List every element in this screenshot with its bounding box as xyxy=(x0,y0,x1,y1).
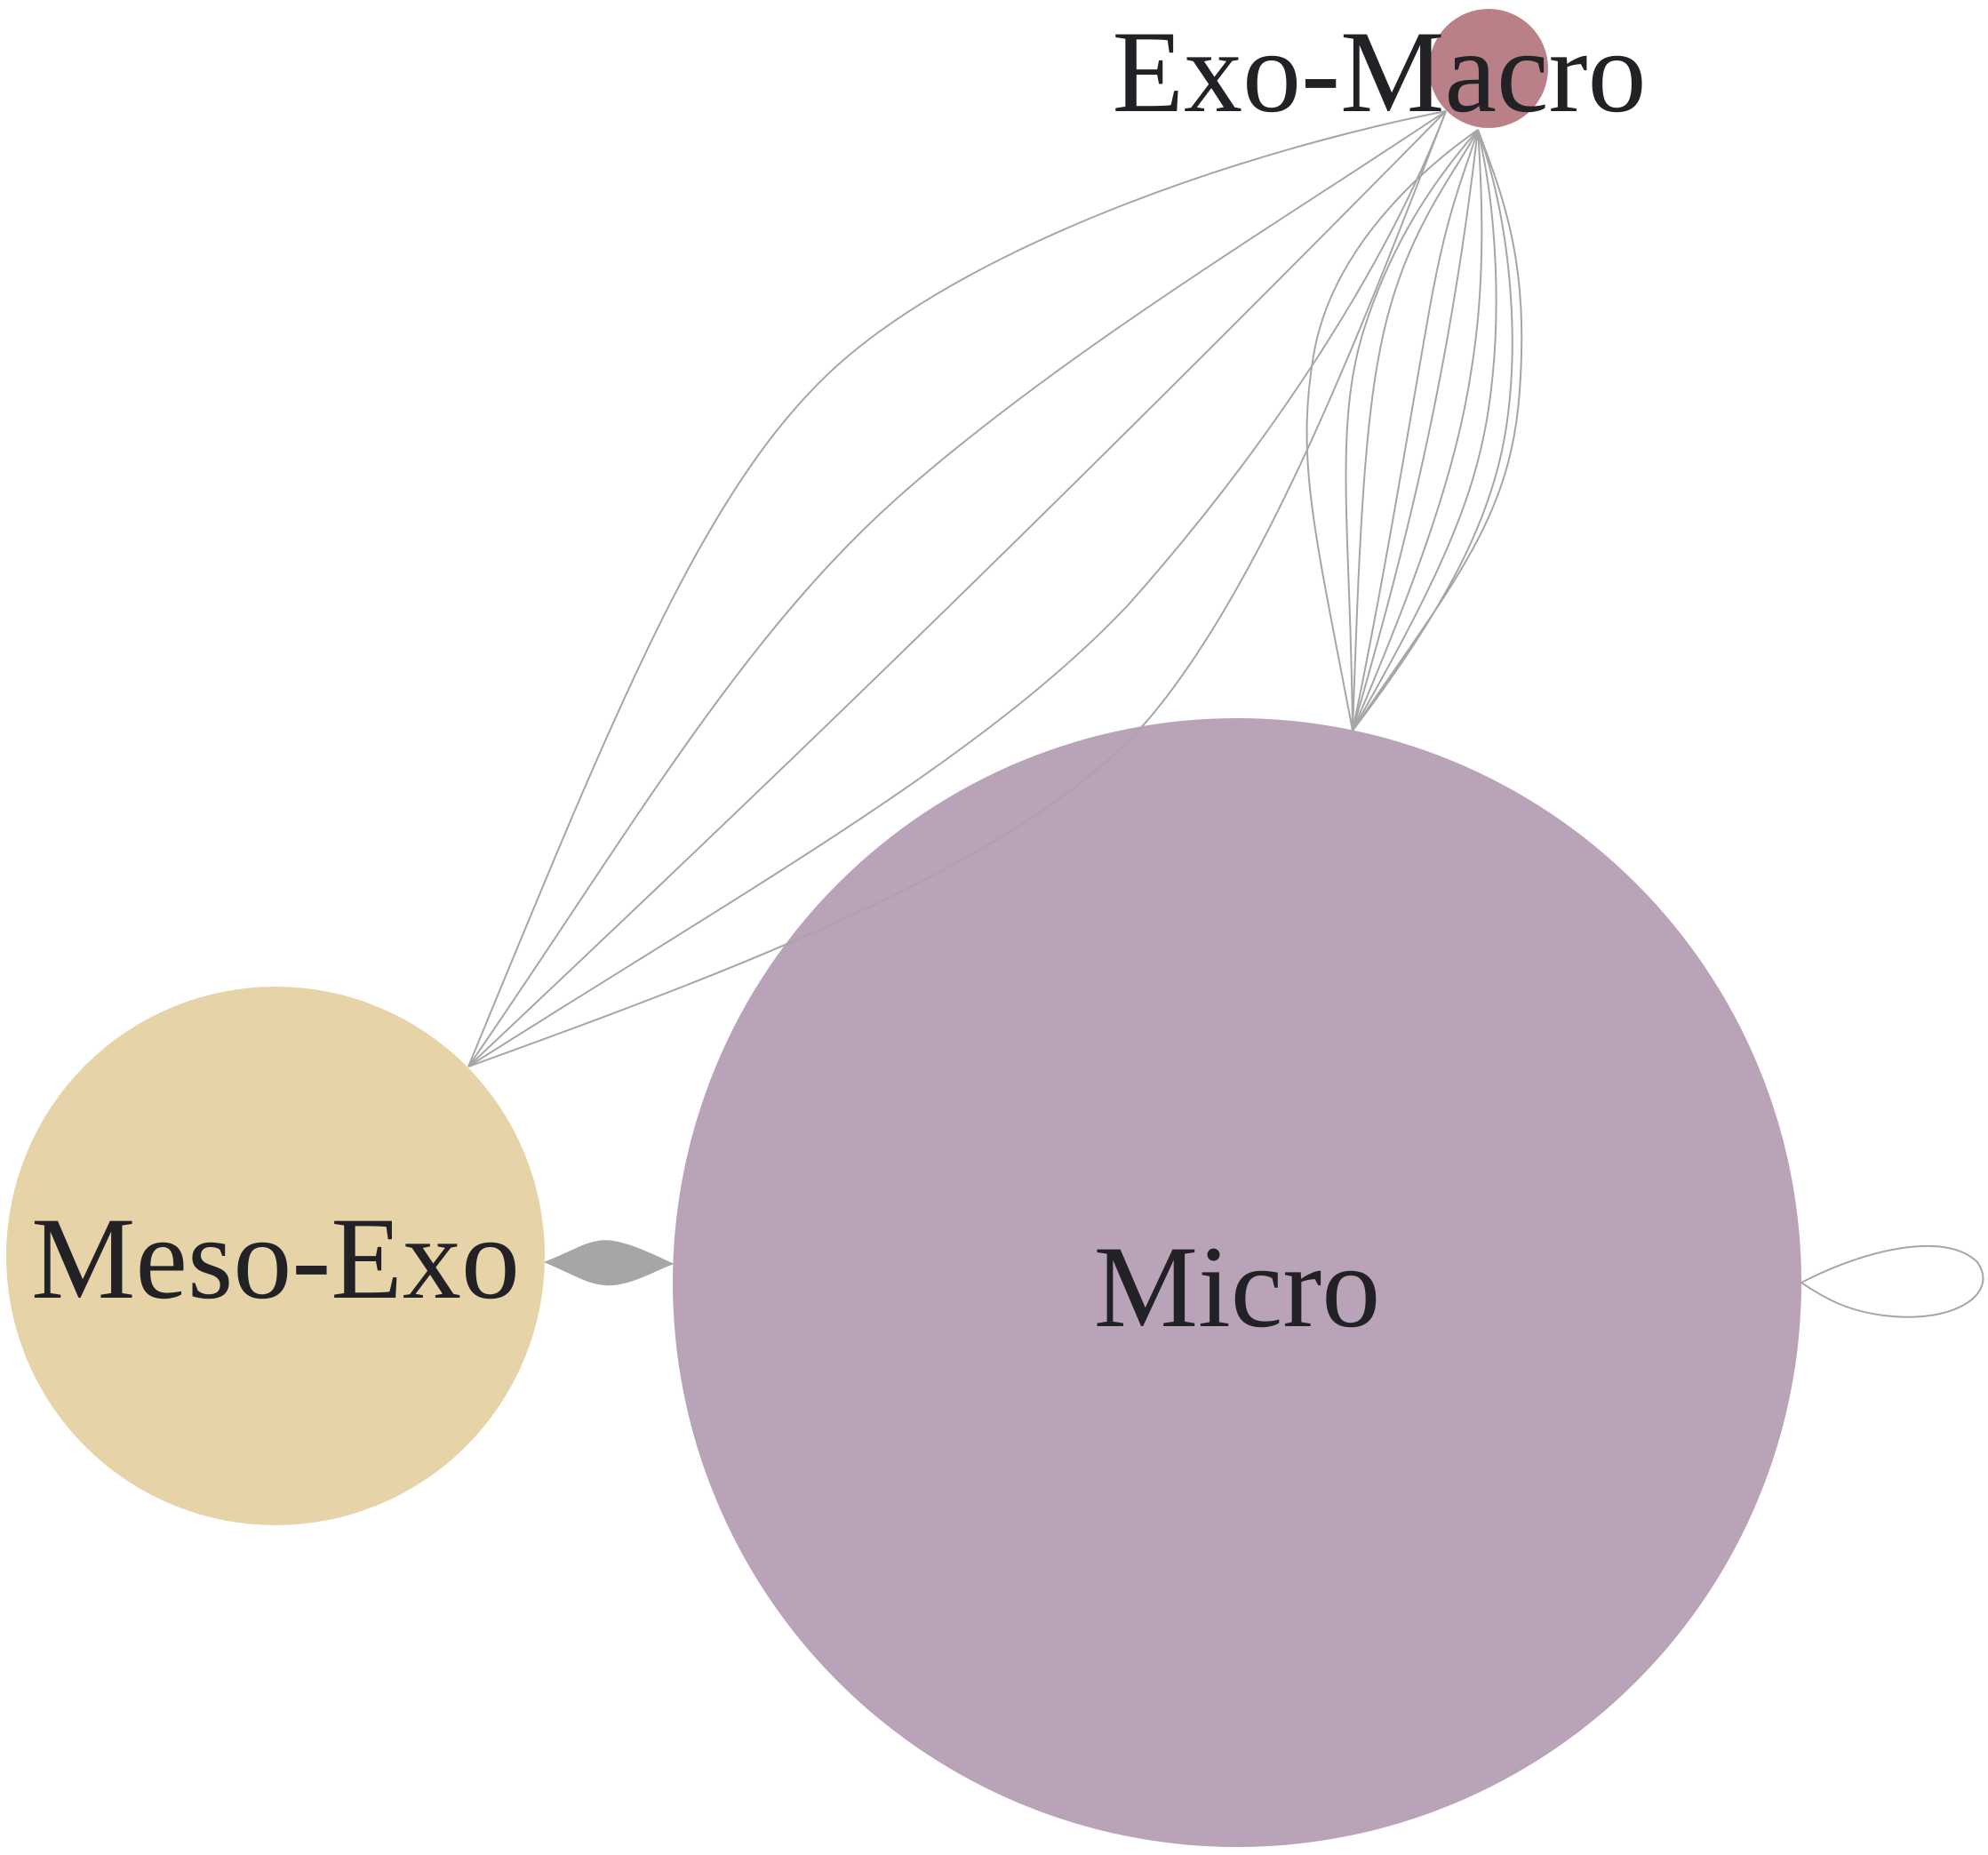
edge-micro-to-exo-macro xyxy=(1345,129,1479,732)
edge-micro-to-exo-macro xyxy=(1352,129,1479,732)
edge-meso-exo-to-exo-macro xyxy=(467,110,1447,1067)
edges-layer xyxy=(467,110,1984,1318)
node-exo-macro[interactable] xyxy=(1429,9,1548,128)
edge-micro-to-exo-macro xyxy=(1352,129,1513,732)
edge-meso-exo-to-exo-macro xyxy=(467,110,1447,1067)
label-exo-macro: Exo-Macro xyxy=(1112,6,1646,137)
edge-micro-to-exo-macro xyxy=(1352,129,1479,732)
edge-micro-self-loop xyxy=(1800,1244,1984,1318)
edge-micro-to-exo-macro xyxy=(1352,129,1523,732)
edge-meso-exo-to-exo-macro xyxy=(467,110,1447,1067)
edge-micro-to-exo-macro xyxy=(1305,129,1479,732)
edge-micro-to-exo-macro xyxy=(1352,129,1497,732)
label-meso-exo: Meso-Exo xyxy=(31,1193,520,1323)
node-micro[interactable] xyxy=(673,718,1801,1847)
edge-micro-to-exo-macro xyxy=(1352,129,1479,732)
edge-micro-to-exo-macro xyxy=(1352,129,1483,732)
edge-meso-exo-to-exo-macro xyxy=(467,110,1447,1067)
edge-meso-exo-to-micro xyxy=(544,1240,675,1286)
nodes-layer xyxy=(6,9,1801,1847)
label-micro: Micro xyxy=(1094,1221,1381,1352)
edge-meso-exo-to-exo-macro xyxy=(467,110,1447,1067)
labels-layer: Exo-Macro Meso-Exo Micro xyxy=(31,6,1647,1352)
node-meso-exo[interactable] xyxy=(6,987,545,1525)
